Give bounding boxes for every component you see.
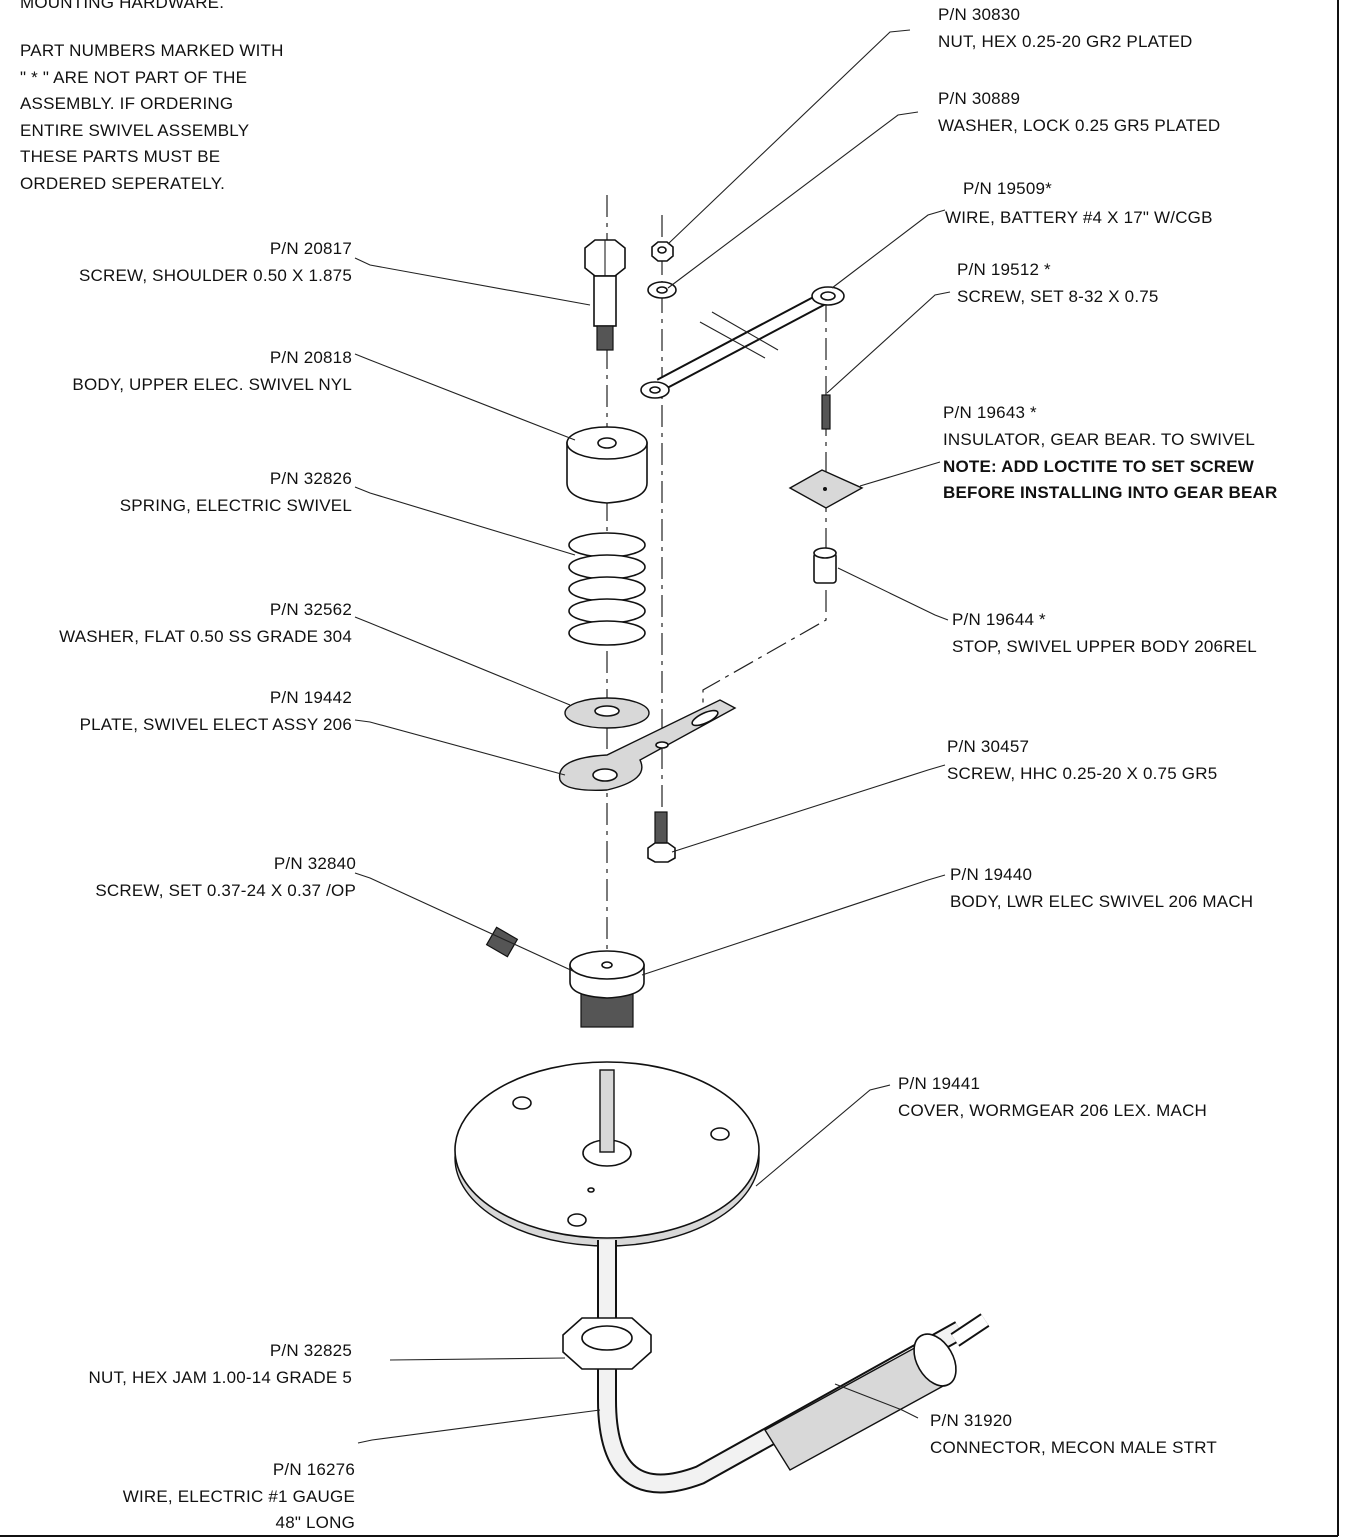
pn-19441: P/N 19441: [898, 1074, 980, 1093]
pn-30830: P/N 30830: [938, 5, 1020, 24]
upper-body: [566, 426, 648, 504]
shoulder-screw: [584, 239, 626, 351]
note-line-6: ORDERED SEPERATELY.: [20, 174, 225, 193]
pn-19509: P/N 19509*: [963, 179, 1052, 198]
pn-19643: P/N 19643 *: [943, 403, 1037, 422]
desc-19509: WIRE, BATTERY #4 X 17" W/CGB: [945, 208, 1213, 227]
insulator: [788, 469, 864, 509]
pn-16276: P/N 16276: [273, 1460, 355, 1479]
pn-30889: P/N 30889: [938, 89, 1020, 108]
desc-19512: SCREW, SET 8-32 X 0.75: [957, 287, 1159, 306]
callout-32826: P/N 32826 SPRING, ELECTRIC SWIVEL: [120, 469, 352, 515]
pn-30457: P/N 30457: [947, 737, 1029, 756]
stop: [813, 547, 837, 584]
plate: [558, 699, 737, 791]
jam-nut: [562, 1317, 652, 1370]
callout-19644: P/N 19644 * STOP, SWIVEL UPPER BODY 206R…: [952, 610, 1257, 656]
set-screw-32840: [485, 926, 519, 958]
note-line-1: PART NUMBERS MARKED WITH: [20, 41, 284, 60]
cover-plate: [454, 1061, 760, 1247]
pn-20818: P/N 20818: [270, 348, 352, 367]
desc2-16276: 48" LONG: [276, 1513, 355, 1532]
spring: [568, 532, 646, 646]
pn-20817: P/N 20817: [270, 239, 352, 258]
pn-32562: P/N 32562: [270, 600, 352, 619]
callout-19643: P/N 19643 * INSULATOR, GEAR BEAR. TO SWI…: [943, 403, 1277, 502]
hex-nut-small: [651, 241, 674, 262]
note-line-4: ENTIRE SWIVEL ASSEMBLY: [20, 121, 249, 140]
callout-20817: P/N 20817 SCREW, SHOULDER 0.50 X 1.875: [79, 239, 352, 285]
callout-31920: P/N 31920 CONNECTOR, MECON MALE STRT: [930, 1411, 1217, 1457]
pn-32826: P/N 32826: [270, 469, 352, 488]
connector: [764, 1313, 990, 1471]
pn-31920: P/N 31920: [930, 1411, 1012, 1430]
callout-30830: P/N 30830 NUT, HEX 0.25-20 GR2 PLATED: [938, 5, 1193, 51]
desc-16276: WIRE, ELECTRIC #1 GAUGE: [123, 1487, 355, 1506]
desc-31920: CONNECTOR, MECON MALE STRT: [930, 1438, 1217, 1457]
desc-19442: PLATE, SWIVEL ELECT ASSY 206: [80, 715, 352, 734]
pn-32825: P/N 32825: [270, 1341, 352, 1360]
electric-wire: [597, 1240, 965, 1494]
pn-19644: P/N 19644 *: [952, 610, 1046, 629]
callout-32825: P/N 32825 NUT, HEX JAM 1.00-14 GRADE 5: [88, 1341, 352, 1387]
note-line-0: MOUNTING HARDWARE.: [20, 0, 224, 12]
desc-19441: COVER, WORMGEAR 206 LEX. MACH: [898, 1101, 1207, 1120]
callout-32562: P/N 32562 WASHER, FLAT 0.50 SS GRADE 304: [59, 600, 352, 646]
callout-19512: P/N 19512 * SCREW, SET 8-32 X 0.75: [957, 260, 1159, 306]
desc-32825: NUT, HEX JAM 1.00-14 GRADE 5: [88, 1368, 352, 1387]
desc-20817: SCREW, SHOULDER 0.50 X 1.875: [79, 266, 352, 285]
set-screw-small: [821, 394, 831, 430]
desc-19644: STOP, SWIVEL UPPER BODY 206REL: [952, 637, 1257, 656]
note-line-5: THESE PARTS MUST BE: [20, 147, 220, 166]
desc-19440: BODY, LWR ELEC SWIVEL 206 MACH: [950, 892, 1253, 911]
desc-30830: NUT, HEX 0.25-20 GR2 PLATED: [938, 32, 1193, 51]
lock-washer: [647, 281, 677, 299]
desc-32826: SPRING, ELECTRIC SWIVEL: [120, 496, 352, 515]
note-line-2: " * " ARE NOT PART OF THE: [20, 68, 247, 87]
flat-washer: [564, 697, 650, 729]
pn-19512: P/N 19512 *: [957, 260, 1051, 279]
desc-30889: WASHER, LOCK 0.25 GR5 PLATED: [938, 116, 1220, 135]
note-loctite-2: BEFORE INSTALLING INTO GEAR BEAR: [943, 483, 1277, 502]
desc-32562: WASHER, FLAT 0.50 SS GRADE 304: [59, 627, 352, 646]
desc-30457: SCREW, HHC 0.25-20 X 0.75 GR5: [947, 764, 1217, 783]
desc-19643: INSULATOR, GEAR BEAR. TO SWIVEL: [943, 430, 1255, 449]
callout-19442: P/N 19442 PLATE, SWIVEL ELECT ASSY 206: [80, 688, 352, 734]
callout-16276: P/N 16276 WIRE, ELECTRIC #1 GAUGE 48" LO…: [123, 1460, 355, 1532]
pn-19440: P/N 19440: [950, 865, 1032, 884]
notes-block: MOUNTING HARDWARE. PART NUMBERS MARKED W…: [20, 0, 284, 193]
callout-30889: P/N 30889 WASHER, LOCK 0.25 GR5 PLATED: [938, 89, 1220, 135]
pn-32840: P/N 32840: [274, 854, 356, 873]
desc-32840: SCREW, SET 0.37-24 X 0.37 /OP: [95, 881, 356, 900]
callout-19441: P/N 19441 COVER, WORMGEAR 206 LEX. MACH: [898, 1074, 1207, 1120]
hhc-screw: [647, 811, 676, 863]
callout-32840: P/N 32840 SCREW, SET 0.37-24 X 0.37 /OP: [95, 854, 356, 900]
leader-lines: [354, 29, 951, 1444]
pn-19442: P/N 19442: [270, 688, 352, 707]
callout-19440: P/N 19440 BODY, LWR ELEC SWIVEL 206 MACH: [950, 865, 1253, 911]
battery-wire: [640, 286, 845, 399]
centerline-stop: [702, 590, 827, 715]
lower-body: [569, 950, 645, 1028]
callout-30457: P/N 30457 SCREW, HHC 0.25-20 X 0.75 GR5: [947, 737, 1217, 783]
callout-20818: P/N 20818 BODY, UPPER ELEC. SWIVEL NYL: [72, 348, 352, 394]
note-loctite-1: NOTE: ADD LOCTITE TO SET SCREW: [943, 457, 1255, 476]
note-line-3: ASSEMBLY. IF ORDERING: [20, 94, 233, 113]
callout-19509: P/N 19509* WIRE, BATTERY #4 X 17" W/CGB: [945, 179, 1213, 227]
desc-20818: BODY, UPPER ELEC. SWIVEL NYL: [72, 375, 352, 394]
